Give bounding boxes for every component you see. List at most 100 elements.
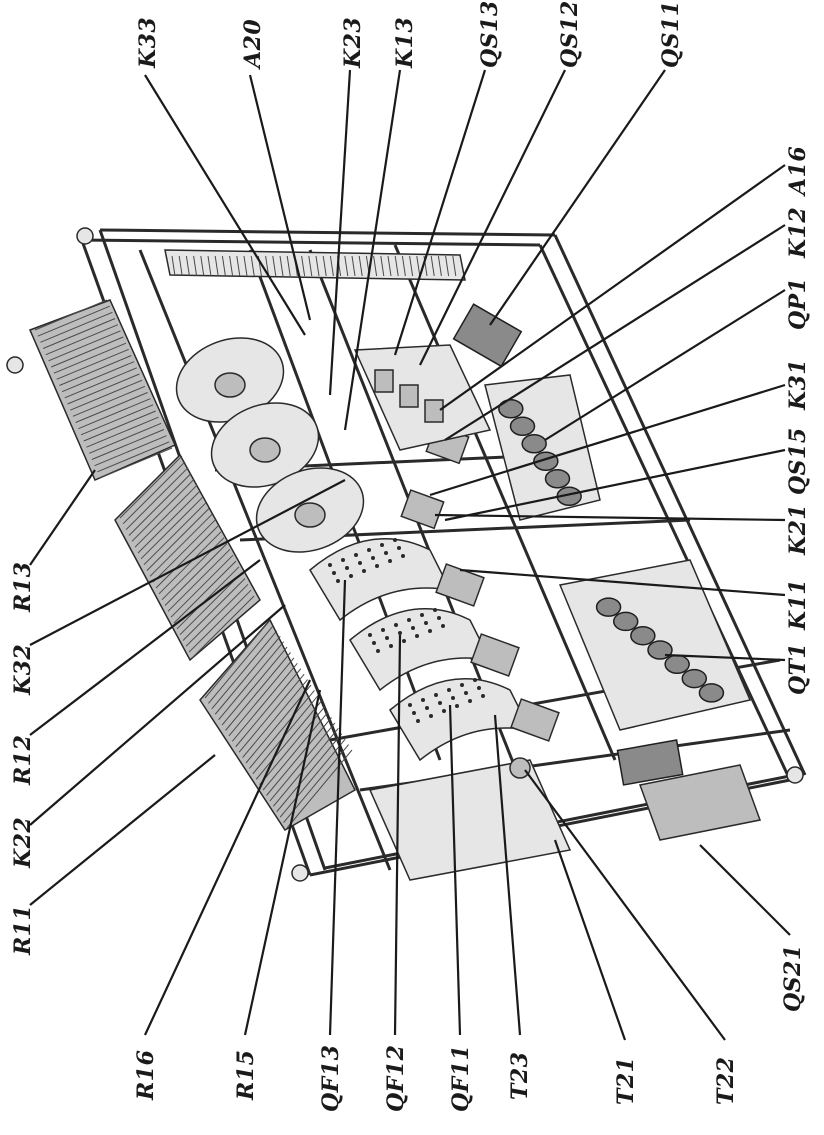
perforation-dot (367, 548, 371, 552)
cam-icon (681, 668, 708, 689)
perforation-dot (415, 634, 419, 638)
perforation-dot (336, 579, 340, 583)
detail-line (286, 749, 353, 829)
detail-line (279, 255, 284, 277)
perforation-dot (401, 554, 405, 558)
cam-icon (498, 399, 524, 419)
detail-line (276, 733, 343, 813)
detail-line (86, 416, 159, 448)
perforation-dot (398, 631, 402, 635)
label-a20: A20 (240, 19, 266, 70)
perforation-dot (408, 703, 412, 707)
detail-line (34, 299, 108, 331)
detail-line (221, 255, 226, 277)
cam-icon (595, 597, 622, 617)
detail-line (262, 711, 329, 791)
detail-line (178, 255, 183, 277)
perforation-dot (375, 564, 379, 568)
resistor-bank-r11 (199, 618, 356, 832)
label-t23: T23 (507, 1052, 533, 1101)
detail-line (146, 508, 210, 571)
detail-line (204, 619, 271, 699)
detail-line (243, 255, 248, 277)
part-labels: K33 A20 K23 K13 QS13 QS12 QS11 A16 K12 Q… (10, 0, 811, 1112)
perforation-dot (412, 711, 416, 715)
detail-line (176, 566, 240, 630)
detail-line (119, 455, 183, 519)
label-t22: T22 (713, 1057, 739, 1106)
detail-line (266, 717, 332, 796)
vent-grille (164, 249, 466, 281)
detail-line (78, 398, 151, 430)
detail-line (140, 496, 204, 560)
detail-line (170, 554, 234, 618)
detail-line (416, 255, 421, 277)
cam-icon (630, 625, 656, 646)
detail-line (218, 641, 285, 720)
perforation-dot (434, 693, 438, 697)
detail-line (387, 255, 392, 277)
detail-line (445, 255, 450, 277)
label-k12: K12 (785, 207, 811, 259)
detail-line (225, 652, 291, 731)
detail-line (164, 543, 228, 606)
detail-line (122, 461, 186, 525)
corner-bolt-icon (76, 227, 94, 245)
cam-icon (664, 654, 690, 675)
detail-line (91, 429, 165, 460)
detail-line (214, 255, 219, 277)
detail-line (211, 630, 278, 710)
label-qs21: QS21 (780, 944, 806, 1012)
corner-bolt-icon (786, 766, 804, 784)
detail-line (249, 690, 315, 769)
detail-line (315, 255, 320, 277)
perforation-dot (332, 571, 336, 575)
perforation-dot (424, 621, 428, 625)
perforation-dot (455, 704, 459, 708)
detail-line (167, 548, 231, 612)
perforation-dot (481, 694, 485, 698)
detail-line (179, 572, 243, 636)
label-k32: K32 (10, 644, 36, 696)
detail-line (70, 379, 143, 411)
label-qs12: QS12 (557, 0, 583, 68)
detail-line (152, 519, 216, 583)
detail-line (322, 255, 327, 277)
label-k31: K31 (785, 359, 811, 411)
perforation-dot (371, 556, 375, 560)
perforation-dot (393, 538, 397, 542)
detail-line (64, 367, 137, 399)
detail-line (53, 342, 127, 374)
perforation-dot (460, 683, 464, 687)
detail-line (272, 255, 277, 277)
label-k33: K33 (135, 17, 161, 69)
perforation-dot (397, 546, 401, 550)
detail-line (231, 663, 298, 742)
perforation-dot (384, 551, 388, 555)
perforation-dot (429, 714, 433, 718)
label-k21: K21 (785, 504, 811, 556)
label-qf13: QF13 (318, 1045, 344, 1112)
detail-line (80, 404, 154, 436)
perforation-dot (368, 633, 372, 637)
detail-line (214, 635, 281, 715)
detail-line (286, 255, 291, 277)
perforation-dot (376, 649, 380, 653)
detail-line (380, 255, 385, 277)
detail-line (452, 255, 457, 277)
detail-line (329, 255, 334, 277)
perforation-dot (477, 686, 481, 690)
detail-line (171, 255, 176, 277)
detail-line (67, 373, 140, 405)
disc-assembly-upper (175, 337, 365, 553)
perforation-dot (407, 618, 411, 622)
perforation-dot (389, 644, 393, 648)
cam-icon (521, 434, 547, 454)
detail-line (94, 435, 167, 467)
detail-line (373, 255, 378, 277)
perforation-dot (437, 616, 441, 620)
detail-line (430, 255, 435, 277)
perforation-dot (428, 629, 432, 633)
detail-line (269, 722, 336, 802)
